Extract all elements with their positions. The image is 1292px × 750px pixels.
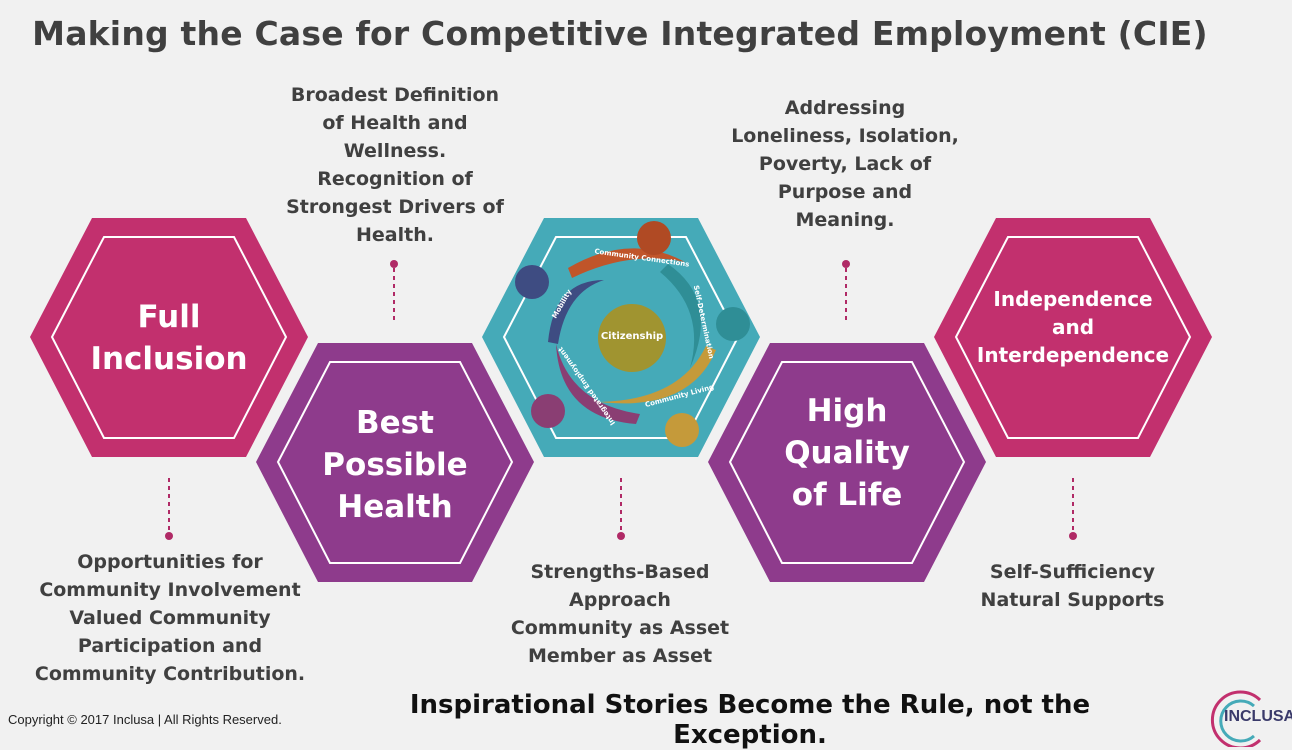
note-full-inclusion: Opportunities for Community Involvement … bbox=[34, 551, 306, 685]
note-best-health: Broadest Definition of Health and Wellne… bbox=[286, 84, 504, 246]
hexagon-best-possible-health bbox=[256, 343, 534, 582]
hex-label-best-possible-health: Best Possible Health bbox=[322, 405, 468, 525]
inclusa-logo-icon bbox=[1210, 690, 1262, 747]
hex-label-full-inclusion: Full Inclusion bbox=[90, 299, 248, 377]
bubble-navy bbox=[515, 265, 549, 299]
bubble-orange bbox=[637, 221, 671, 255]
hex-label-independence: Independence and Interdependence bbox=[976, 287, 1170, 367]
copyright-notice: Copyright © 2017 Inclusa | All Rights Re… bbox=[8, 712, 282, 727]
wheel-center-circle bbox=[598, 304, 666, 372]
arc-community-connections bbox=[568, 248, 685, 278]
citizenship-wheel bbox=[515, 221, 750, 447]
hex-label-citizenship: Citizenship bbox=[600, 331, 664, 342]
connectors bbox=[165, 260, 1077, 540]
note-quality-of-life: Addressing Loneliness, Isolation, Povert… bbox=[731, 97, 959, 231]
note-independence: Self-Sufficiency Natural Supports bbox=[980, 561, 1165, 611]
note-citizenship: Strengths-Based Approach Community as As… bbox=[510, 561, 730, 667]
page-title: Making the Case for Competitive Integrat… bbox=[32, 14, 1208, 53]
bubble-purple bbox=[531, 394, 565, 428]
arc-community-living bbox=[600, 346, 716, 404]
arc-integrated-employment bbox=[556, 344, 640, 424]
hex-label-high-quality-of-life: High Quality of Life bbox=[784, 393, 910, 513]
bubble-gold bbox=[665, 413, 699, 447]
hexagon-independence bbox=[934, 218, 1212, 457]
arc-self-determination bbox=[660, 264, 701, 368]
hexagon-high-quality-of-life bbox=[708, 343, 986, 582]
tagline: Inspirational Stories Become the Rule, n… bbox=[409, 690, 1091, 750]
arc-mobility bbox=[548, 280, 604, 344]
inclusa-logo-text: INCLUSA bbox=[1224, 708, 1292, 725]
bubble-teal bbox=[716, 307, 750, 341]
hexagon-full-inclusion bbox=[30, 218, 308, 457]
